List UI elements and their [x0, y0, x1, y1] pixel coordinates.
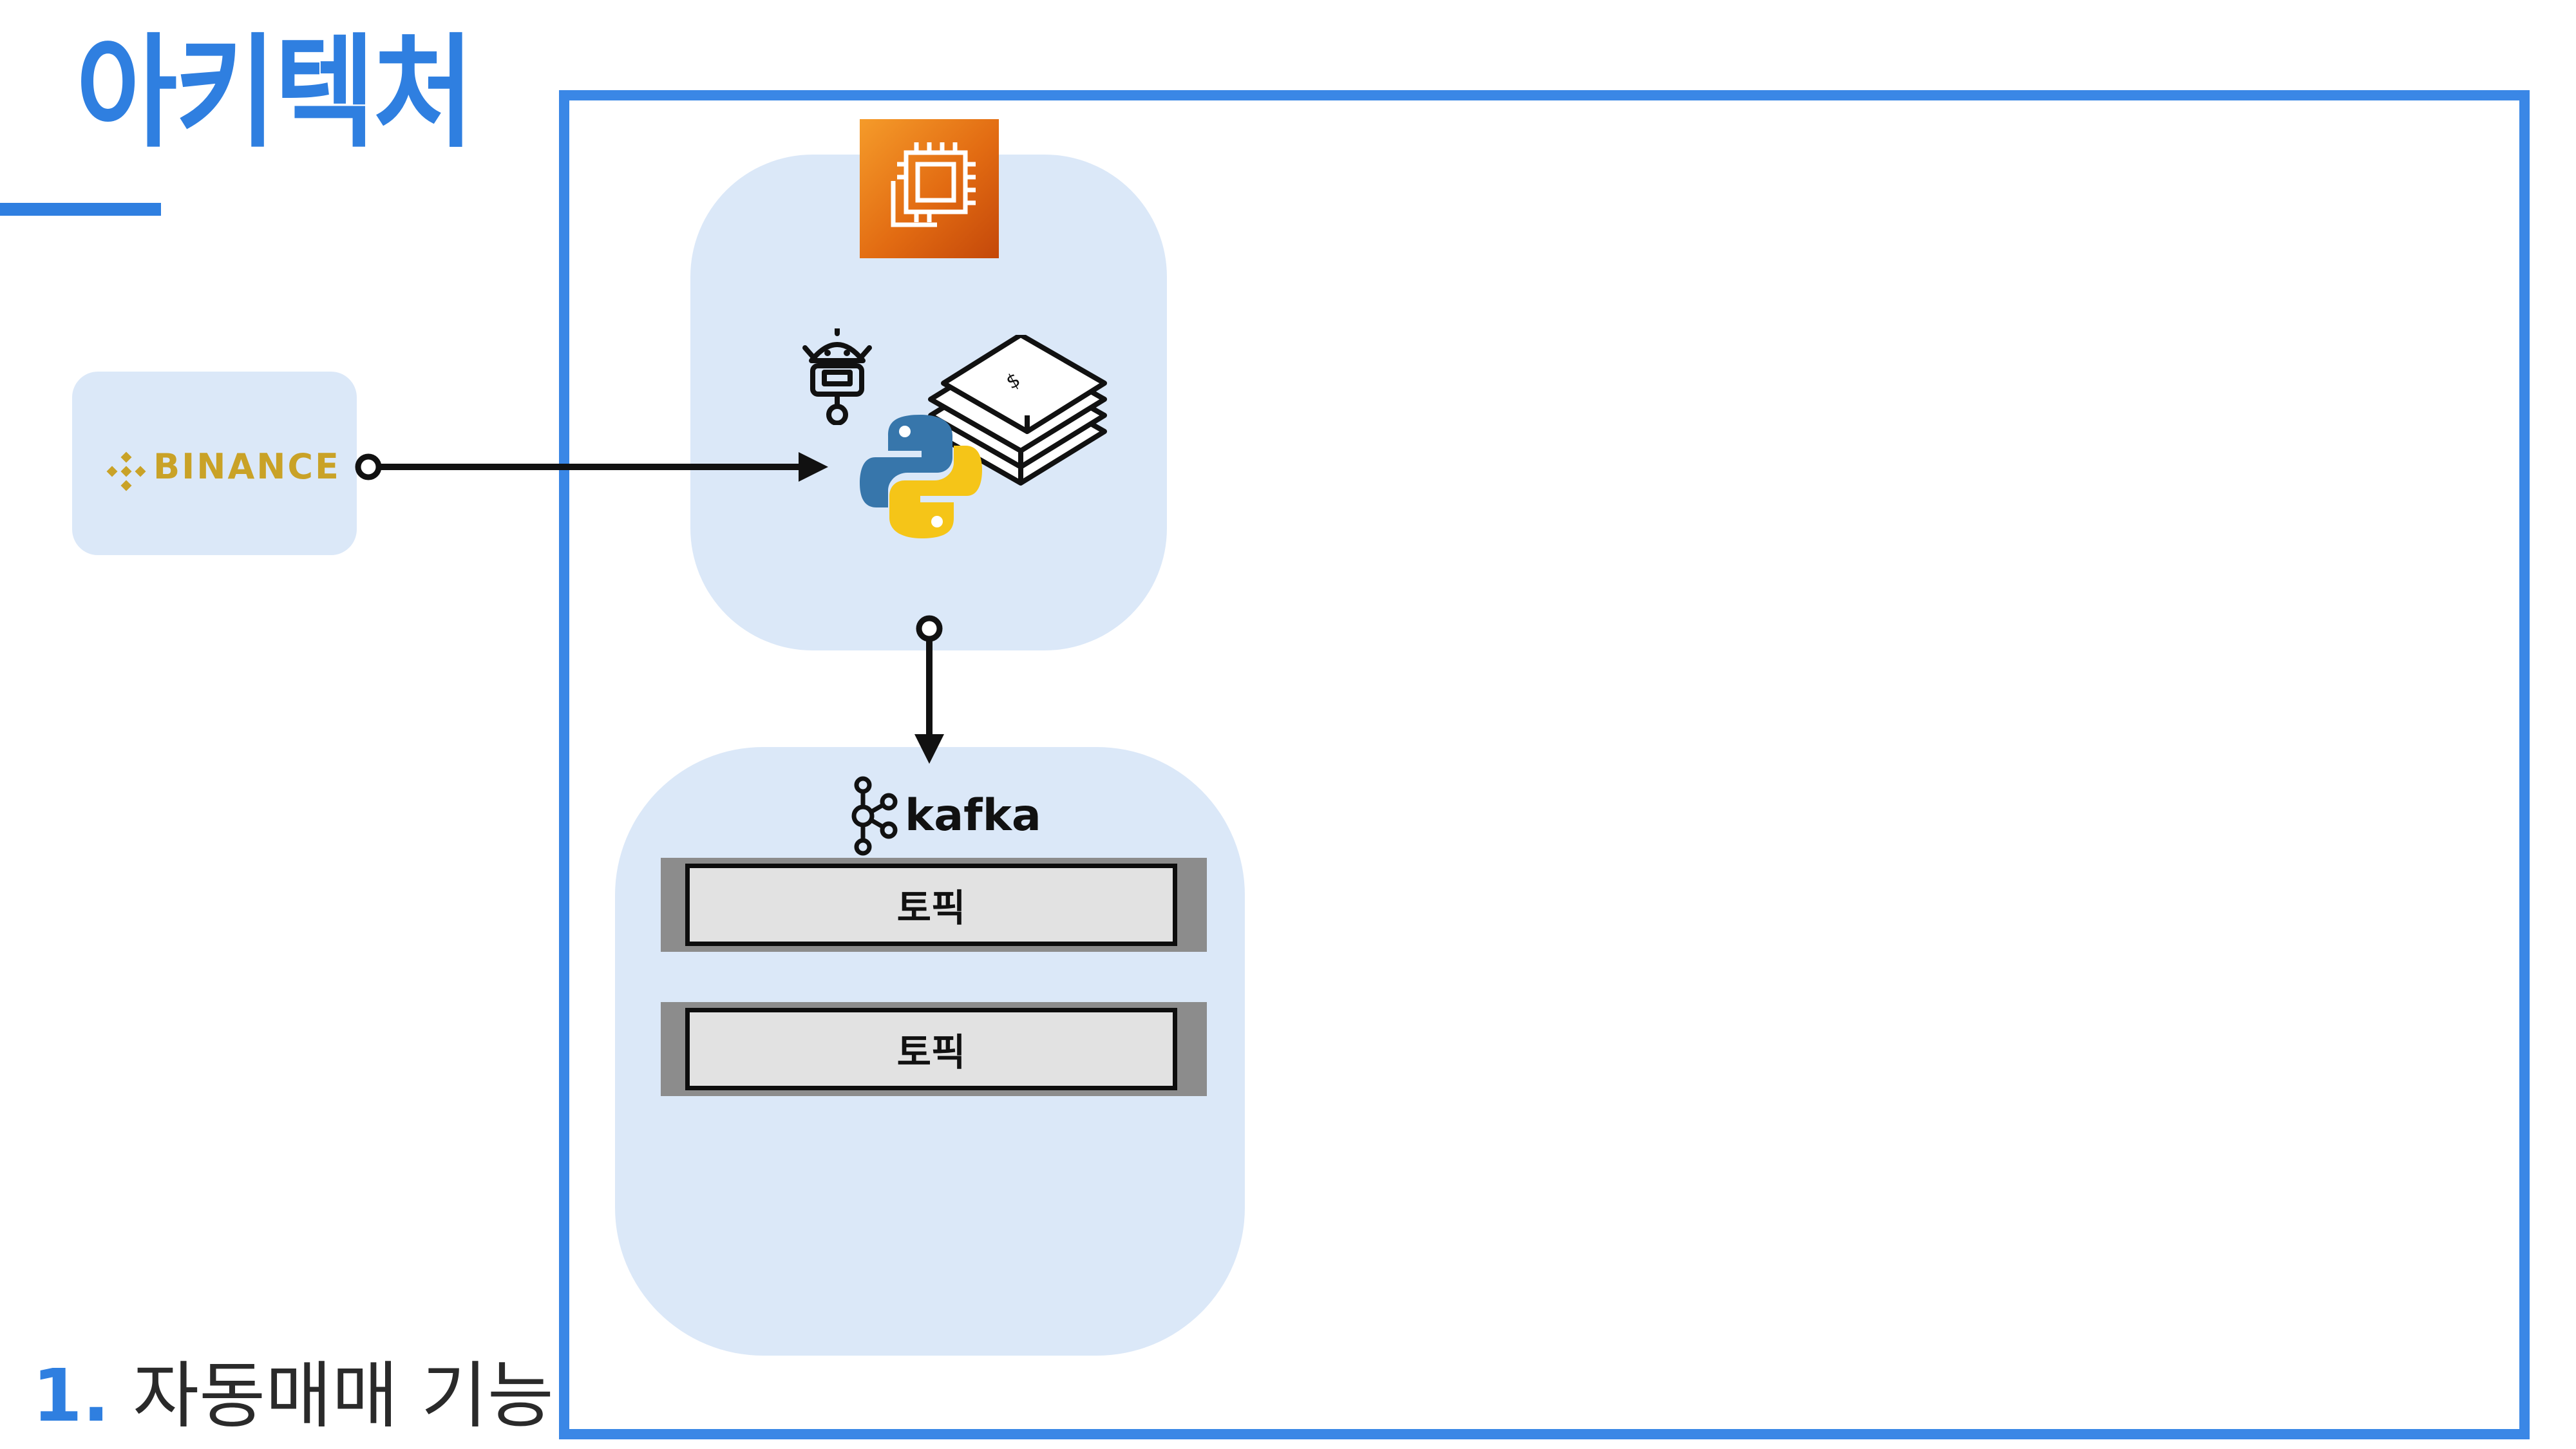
edge-start-dot — [355, 453, 382, 480]
python-icon — [860, 415, 982, 538]
section-caption: 1. 자동매매 기능 — [32, 1360, 554, 1432]
kafka-logo-icon — [851, 776, 898, 856]
robot-icon — [802, 328, 872, 425]
edge-start-dot — [916, 615, 943, 642]
money-stack-icon: $ — [928, 335, 1107, 486]
binance-diamond-icon — [106, 451, 146, 491]
section-number: 1. — [32, 1354, 110, 1438]
architecture-frame — [559, 90, 2530, 1439]
page-title: 아키텍처 — [76, 22, 474, 164]
edge-exchange-to-bot — [355, 452, 828, 482]
exchange-label: BINANCE — [153, 446, 341, 487]
topic-label: 토픽 — [685, 1008, 1177, 1090]
title-underline — [0, 203, 161, 216]
arrowhead — [914, 734, 944, 764]
broker-label: kafka — [905, 790, 1041, 841]
section-text: 자동매매 기능 — [133, 1354, 554, 1438]
aws-ec2-chip-icon — [860, 119, 999, 258]
arrowhead — [799, 452, 828, 482]
exchange-node — [72, 372, 357, 555]
topic-box: 토픽 — [661, 1002, 1207, 1096]
topic-box: 토픽 — [661, 858, 1207, 952]
edge-bot-to-broker — [914, 615, 944, 764]
topic-label: 토픽 — [685, 864, 1177, 946]
